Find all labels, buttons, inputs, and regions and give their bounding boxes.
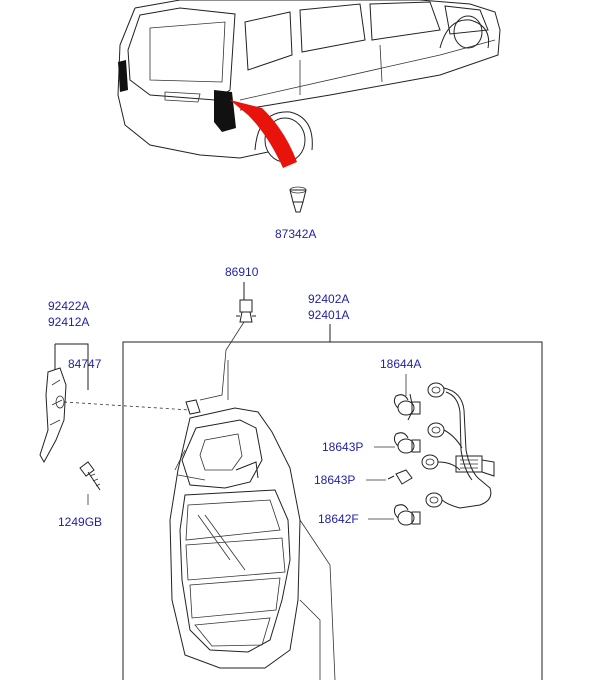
part-label-18642F: 18642F <box>318 512 359 526</box>
highlight-arrow <box>230 100 297 168</box>
bulb-18644A <box>393 393 421 421</box>
vehicle-rear-view <box>117 0 501 168</box>
part-label-86910: 86910 <box>225 265 259 279</box>
part-label-92412A: 92412A <box>48 315 89 329</box>
tail-lamp-assembly <box>169 360 336 680</box>
part-label-18644A: 18644A <box>380 357 421 371</box>
bulb-18643P-2 <box>387 469 413 485</box>
part-label-1249GB: 1249GB <box>58 515 102 529</box>
part-label-87342A: 87342A <box>275 227 316 241</box>
wiring-harness <box>421 382 495 509</box>
screw-1249GB <box>79 461 101 491</box>
part-label-92401A: 92401A <box>308 308 349 322</box>
clip-87342A <box>289 186 307 213</box>
part-label-18643P-2: 18643P <box>314 473 355 487</box>
clip-86910 <box>236 299 256 323</box>
bracket-92422A <box>39 367 67 464</box>
part-label-18643P-1: 18643P <box>322 440 363 454</box>
bulb-18643P-1 <box>393 432 421 454</box>
bulb-18642F <box>393 504 421 526</box>
part-label-92402A: 92402A <box>308 292 349 306</box>
part-label-92422A: 92422A <box>48 299 89 313</box>
part-label-84747: 84747 <box>68 357 102 371</box>
